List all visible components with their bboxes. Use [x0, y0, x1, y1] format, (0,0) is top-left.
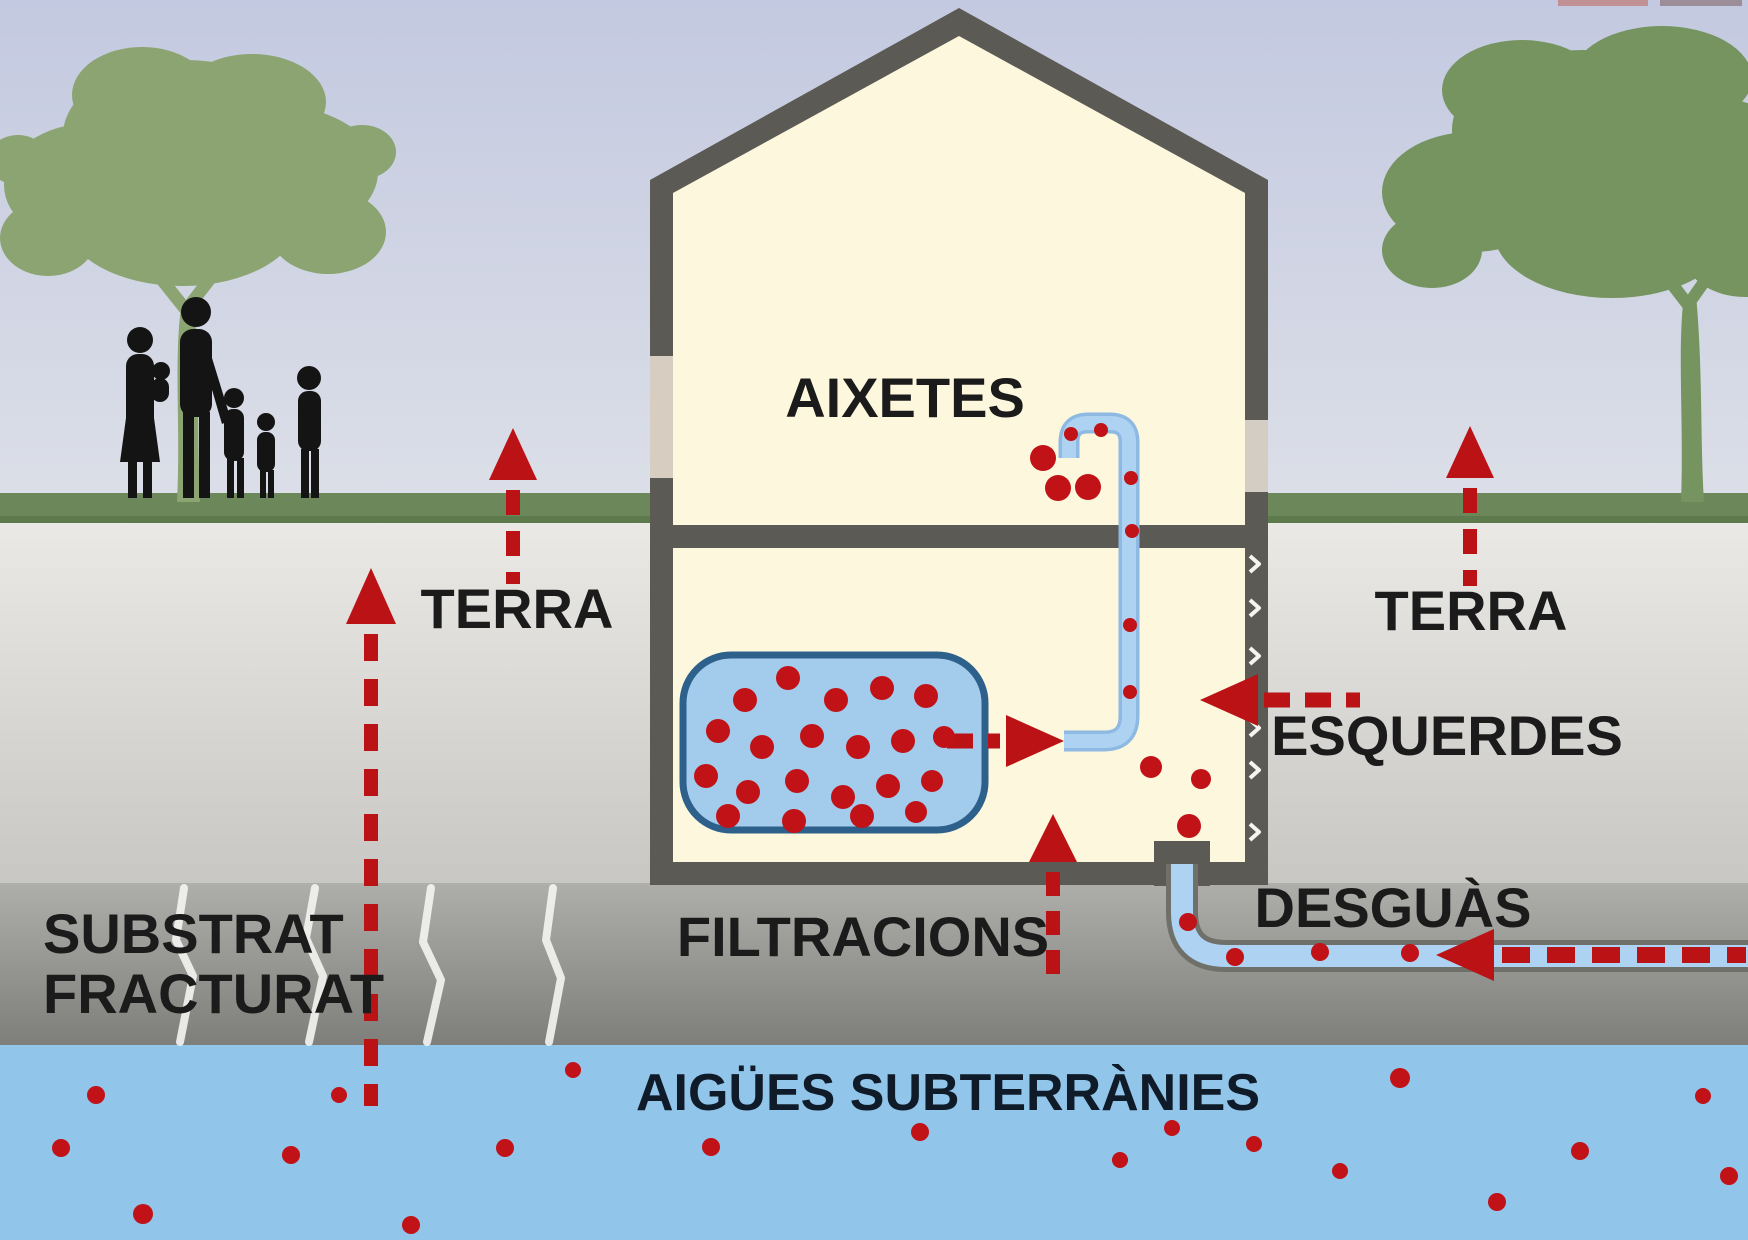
contamination-dot	[905, 801, 927, 823]
contamination-dot	[702, 1138, 720, 1156]
contamination-dot	[1112, 1152, 1128, 1168]
contamination-dot	[750, 735, 774, 759]
contamination-dot	[1164, 1120, 1180, 1136]
contamination-dot	[1246, 1136, 1262, 1152]
contamination-dot	[1123, 685, 1137, 699]
contamination-dot	[1401, 944, 1419, 962]
contamination-dot	[565, 1062, 581, 1078]
label-desguas: DESGUÀS	[1255, 876, 1532, 939]
wall-cracks	[1248, 554, 1261, 842]
label-terra-left: TERRA	[421, 577, 614, 640]
faucet-spray-dots	[1030, 423, 1108, 501]
contamination-dot	[1488, 1193, 1506, 1211]
right-wall-window	[1245, 420, 1268, 492]
contamination-dot	[133, 1204, 153, 1224]
contamination-dot	[331, 1087, 347, 1103]
cropped-logo-fragment	[1558, 0, 1742, 6]
desguas-arrow	[1436, 929, 1746, 981]
contamination-dot	[282, 1146, 300, 1164]
contamination-dot	[694, 764, 718, 788]
contamination-dot	[1390, 1068, 1410, 1088]
tank-outlet-arrow	[947, 715, 1064, 767]
groundwater-layer	[0, 1045, 1748, 1240]
contamination-dot	[402, 1216, 420, 1234]
contamination-dot	[1177, 814, 1201, 838]
contamination-dot	[850, 804, 874, 828]
contamination-dot	[1094, 423, 1108, 437]
contamination-dot	[87, 1086, 105, 1104]
contamination-dot	[1064, 427, 1078, 441]
filtracions-arrow	[1029, 814, 1077, 978]
contamination-dot	[1125, 524, 1139, 538]
substrate-arrow	[346, 568, 396, 1106]
substrate-cracks	[172, 884, 565, 1046]
label-terra-right: TERRA	[1375, 579, 1568, 642]
basement-dots	[1140, 756, 1211, 838]
contamination-dot	[1140, 756, 1162, 778]
contamination-dot	[1075, 474, 1101, 500]
arrows	[346, 426, 1746, 1106]
contamination-dot	[1311, 943, 1329, 961]
label-substrat-line1: SUBSTRAT	[43, 902, 344, 965]
contamination-dot	[1226, 948, 1244, 966]
left-tree	[0, 47, 396, 502]
contamination-dot	[1030, 445, 1056, 471]
contamination-dot	[736, 780, 760, 804]
esquerdes-arrow	[1200, 674, 1360, 726]
tank-dots	[694, 666, 955, 833]
contamination-dot	[1695, 1088, 1711, 1104]
label-filtracions: FILTRACIONS	[677, 905, 1049, 968]
contamination-dot	[1571, 1142, 1589, 1160]
contamination-dot	[733, 688, 757, 712]
contamination-dot	[914, 684, 938, 708]
contamination-dot	[1124, 471, 1138, 485]
contamination-dot	[870, 676, 894, 700]
left-wall-window	[650, 356, 673, 478]
contamination-dot	[1123, 618, 1137, 632]
contamination-dot	[1191, 769, 1211, 789]
contamination-dot	[785, 769, 809, 793]
contamination-dot	[716, 804, 740, 828]
contamination-dot	[921, 770, 943, 792]
contamination-dot	[824, 688, 848, 712]
terra-left-arrow	[489, 428, 537, 584]
right-tree	[1382, 26, 1748, 502]
contamination-dot	[846, 735, 870, 759]
contamination-dot	[831, 785, 855, 809]
groundwater-dots	[52, 1062, 1738, 1234]
contamination-dot	[782, 809, 806, 833]
label-substrat-line2: FRACTURAT	[43, 962, 384, 1025]
contamination-dot	[52, 1139, 70, 1157]
label-aigues-subterranies: AIGÜES SUBTERRÀNIES	[636, 1064, 1260, 1122]
contamination-dot	[800, 724, 824, 748]
contamination-dot	[933, 726, 955, 748]
contamination-dot	[891, 729, 915, 753]
drain-pipe	[1166, 864, 1748, 972]
floor-divider	[673, 525, 1245, 548]
contamination-dot	[776, 666, 800, 690]
contamination-dot	[706, 719, 730, 743]
family-silhouette	[120, 297, 321, 498]
contamination-dot	[1332, 1163, 1348, 1179]
terra-right-arrow	[1446, 426, 1494, 586]
contamination-dot	[1045, 475, 1071, 501]
drain-pipe-dots	[1179, 913, 1419, 966]
label-esquerdes: ESQUERDES	[1271, 704, 1623, 767]
contamination-dot	[876, 774, 900, 798]
supply-pipe-dots	[1123, 471, 1139, 699]
contamination-dot	[1179, 913, 1197, 931]
contamination-dot	[911, 1123, 929, 1141]
contamination-dot	[1720, 1167, 1738, 1185]
contamination-dot	[496, 1139, 514, 1157]
label-aixetes: AIXETES	[785, 366, 1025, 429]
